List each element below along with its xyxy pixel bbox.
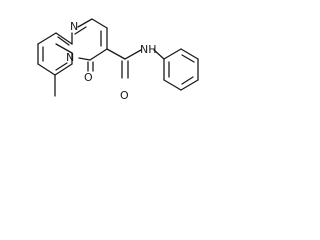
bond — [163, 48, 182, 60]
carbonyl-oxygen-label: O — [84, 71, 93, 84]
bond — [180, 79, 199, 91]
bond — [54, 63, 73, 76]
chemical-structure-diagram: N N O O NH — [37, 18, 199, 102]
bond — [89, 48, 108, 61]
bond — [78, 57, 91, 61]
ring-nitrogen-label: N — [70, 20, 78, 33]
bond — [153, 49, 165, 60]
bond — [57, 36, 70, 46]
bond — [74, 26, 87, 35]
bond — [106, 48, 126, 60]
bond — [181, 76, 194, 85]
bond — [124, 49, 142, 60]
amide-oxygen-label: O — [120, 89, 129, 102]
bond — [180, 48, 199, 60]
bond — [55, 62, 68, 71]
bond — [181, 54, 195, 63]
bond — [37, 63, 56, 76]
bridge-nitrogen-label: N — [66, 51, 74, 64]
bond — [91, 18, 108, 29]
bond — [55, 43, 73, 54]
bond — [163, 79, 182, 91]
bond — [55, 32, 73, 45]
bond — [77, 18, 93, 28]
amide-nh-label: NH — [140, 43, 157, 56]
bond — [37, 32, 57, 45]
